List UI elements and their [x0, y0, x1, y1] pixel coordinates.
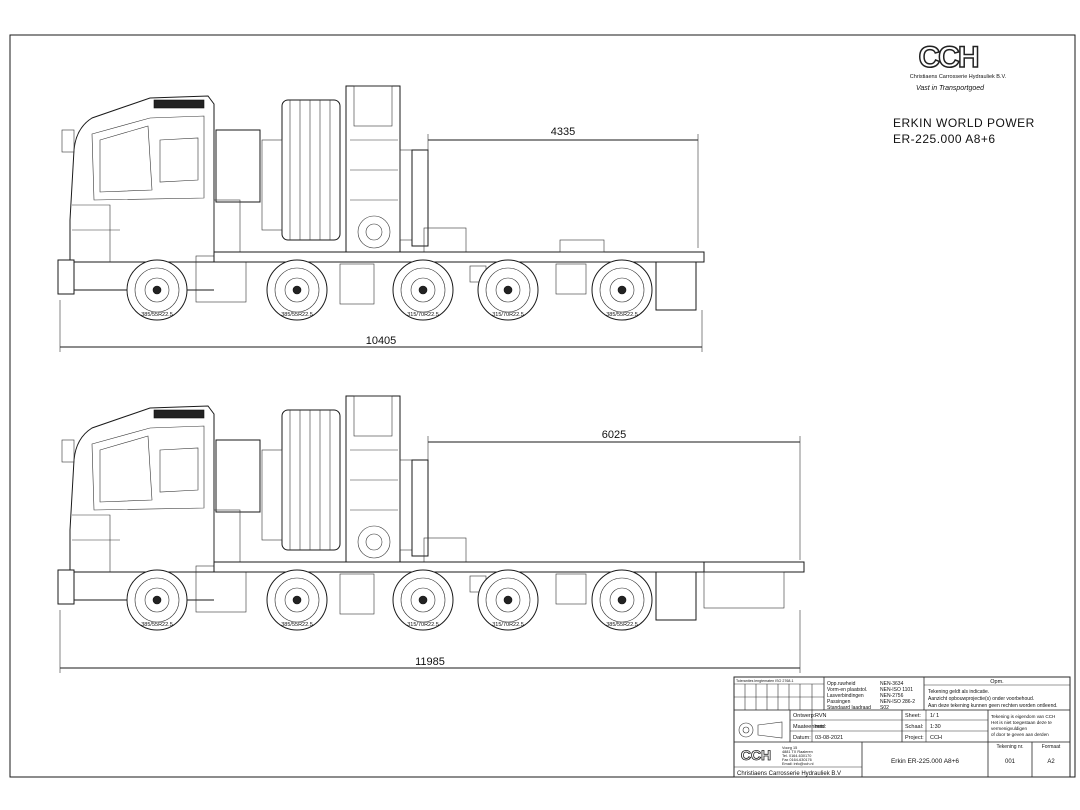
- eigendom-line: Tekening is eigendom van CCH: [991, 714, 1055, 719]
- wheel-1-2: [266, 259, 328, 321]
- tire-label: 385/55R22.5: [281, 312, 313, 318]
- wheel-1-4: [477, 259, 539, 321]
- tire-label: 315/70R22.5: [407, 312, 439, 318]
- eigendom-line: vermenigvuldigen: [991, 726, 1027, 731]
- standard-label: Passingen: [827, 699, 851, 705]
- opm-line: Aanzicht opbouwprojectie(s) onder voorbe…: [928, 696, 1034, 702]
- schaal-label: Schaal:: [905, 724, 924, 730]
- cch-logo: CCH Christiaens Carrosserie Hydrauliek B…: [910, 40, 1007, 92]
- opm-line: Aan deze tekening kunnen geen rechten wo…: [928, 703, 1058, 709]
- wheel-1-5: [591, 259, 653, 321]
- opm-label: Opm.: [990, 679, 1004, 685]
- standard-value: NEN-2756: [880, 693, 904, 699]
- standard-value: NEN-ISO 286-2: [880, 699, 915, 705]
- sheet-value: 1/ 1: [930, 713, 939, 719]
- overall-dimension-1: 10405: [59, 300, 703, 352]
- tire-labels-1: 385/55R22.5 385/55R22.5 315/70R22.5 315/…: [141, 312, 638, 318]
- project-label: Project:: [905, 735, 924, 741]
- reach-dimension-2: 6025: [427, 429, 801, 560]
- titleblock-logo: CCH: [741, 747, 771, 763]
- standard-label: Vorm-en plaatstol.: [827, 687, 867, 693]
- truck-view-1: 385/55R22.5 385/55R22.5 315/70R22.5 315/…: [57, 85, 705, 352]
- standard-value: NEN-ISO 1101: [880, 687, 913, 693]
- wheel-2-5: [591, 569, 653, 631]
- reach-dimension-1: 4335: [427, 126, 699, 248]
- wheel-2-1: [126, 569, 188, 631]
- logo-slogan: Vast in Transportgoed: [916, 85, 985, 92]
- tire-label: 315/70R22.5: [492, 312, 524, 318]
- tire-labels-2: 385/55R22.5 385/55R22.5 315/70R22.5 315/…: [141, 622, 638, 628]
- sheet-label: Sheet:: [905, 713, 921, 719]
- maat-value: mm: [815, 724, 825, 730]
- standard-value: NEN-3634: [880, 681, 904, 687]
- logo-text: CCH: [919, 41, 978, 74]
- address-line: Fax 0164-630176: [782, 758, 812, 762]
- tekening-nr-value: 001: [1005, 759, 1016, 765]
- address-line: Email: info@cch.nl: [782, 762, 814, 766]
- project-value: CCH: [930, 735, 942, 741]
- tire-label: 385/55R22.5: [141, 312, 173, 318]
- reach-dim-value: 6025: [602, 429, 626, 441]
- sheet-border: [9, 34, 1076, 778]
- wheel-2-4: [477, 569, 539, 631]
- drawing-description: Erkin ER-225.000 A8+6: [891, 758, 959, 765]
- eigendom-line: Het is niet toegestaan deze te: [991, 720, 1052, 725]
- reach-dim-value: 4335: [551, 126, 575, 138]
- datum-label: Datum:: [793, 735, 811, 741]
- drawing-title-line1: ERKIN WORLD POWER: [893, 116, 1035, 130]
- opm-line: Tekening geldt als indicatie.: [928, 689, 989, 695]
- tire-label: 385/55R22.5: [606, 622, 638, 628]
- schaal-value: 1:30: [930, 724, 941, 730]
- standard-label: Opp.ruwheid: [827, 681, 856, 687]
- eigendom-line: of door te geven aan derden: [991, 732, 1049, 737]
- company-full: Christiaens Carrosserie Hydrauliek B.V: [737, 771, 841, 777]
- overall-dimension-2: 11985: [59, 610, 801, 673]
- tire-label: 315/70R22.5: [492, 622, 524, 628]
- maat-label: Maateenheid:: [793, 724, 827, 730]
- tire-label: 385/55R22.5: [606, 312, 638, 318]
- standard-label: Lasverbindingen: [827, 693, 864, 699]
- formaat-value: A2: [1047, 759, 1055, 765]
- title-block: Toleranties lengtematen ISO 2768-1 Opp.r…: [733, 676, 1071, 778]
- tire-label: 315/70R22.5: [407, 622, 439, 628]
- wheel-2-3: [392, 569, 454, 631]
- ontwerp-value: RVN: [815, 713, 827, 719]
- address-line: 4881 TX Raaleren: [782, 750, 813, 754]
- wheel-1-1: [126, 259, 188, 321]
- standard-label: Standaard laadraad: [827, 705, 871, 711]
- truck-view-2: 385/55R22.5 385/55R22.5 315/70R22.5 315/…: [57, 395, 805, 673]
- wheel-1-3: [392, 259, 454, 321]
- address-line: Tel. 0164-630170: [782, 754, 811, 758]
- address-line: Voorg 15: [782, 746, 797, 750]
- overall-dim-value: 10405: [366, 335, 397, 347]
- ontwerp-label: Ontwerp:: [793, 713, 816, 719]
- standard-value: S02: [880, 705, 889, 711]
- drawing-title-line2: ER-225.000 A8+6: [893, 132, 996, 146]
- datum-value: 03-08-2021: [815, 735, 843, 741]
- tekening-nr-label: Tekening nr.: [997, 744, 1024, 750]
- tire-label: 385/55R22.5: [281, 622, 313, 628]
- logo-company: Christiaens Carrosserie Hydrauliek B.V.: [910, 74, 1007, 80]
- tire-label: 385/55R22.5: [141, 622, 173, 628]
- wheel-2-2: [266, 569, 328, 631]
- formaat-label: Formaat: [1042, 744, 1061, 750]
- overall-dim-value: 11985: [415, 656, 445, 668]
- tolerance-header: Toleranties lengtematen ISO 2768-1: [736, 679, 794, 683]
